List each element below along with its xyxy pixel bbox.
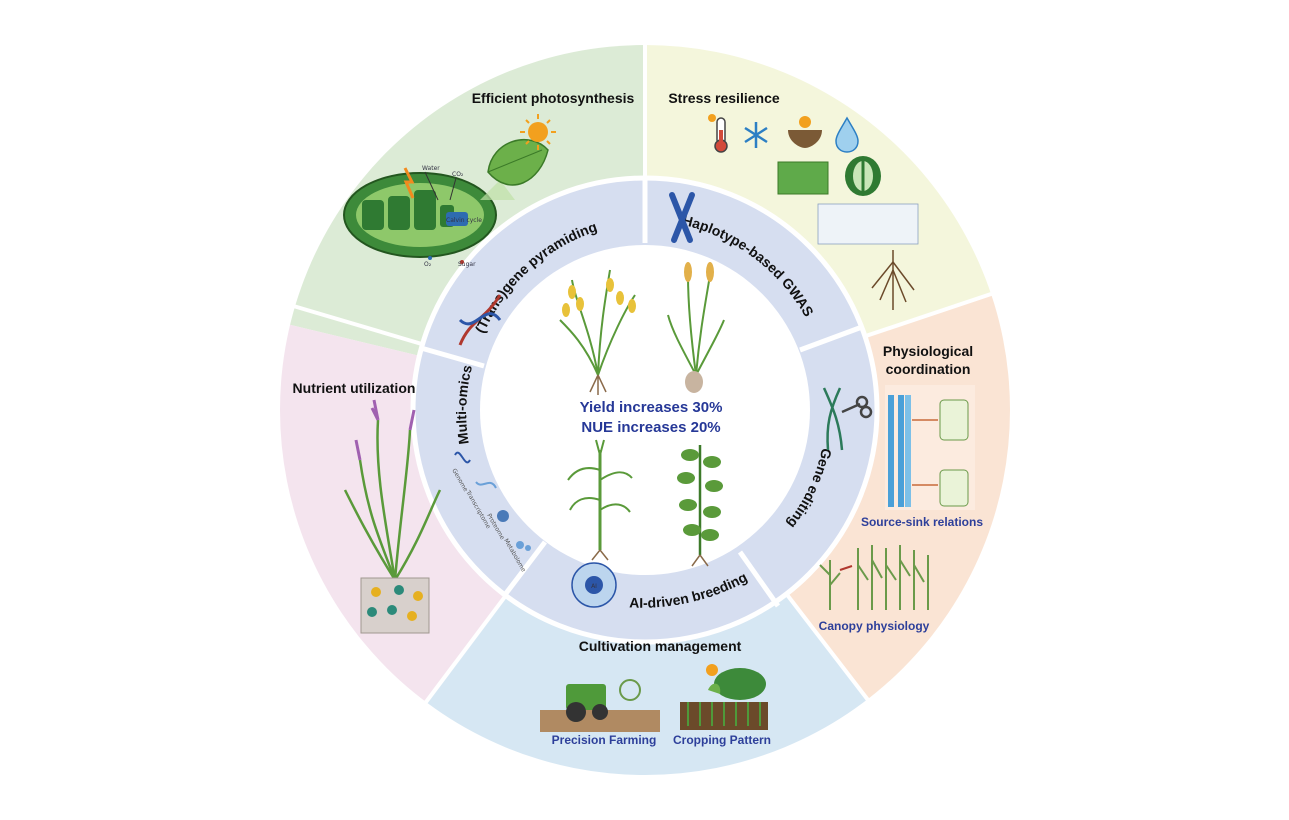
- canopy-illustration: [819, 545, 929, 610]
- water-drop-icon: [835, 116, 859, 153]
- center-disc: [480, 245, 810, 575]
- snowflake-icon: [744, 122, 768, 148]
- physiological-title-line1: Physiological: [883, 343, 973, 359]
- omics-icons: [454, 451, 531, 551]
- soybean-plant-illustration: [677, 445, 723, 567]
- tractor-illustration: [540, 679, 660, 732]
- source-sink-diagram: [885, 385, 975, 510]
- rice-plant-illustration: [559, 269, 636, 395]
- chloroplast-illustration: [343, 167, 497, 264]
- chromosome-icon: [669, 192, 695, 243]
- co2-label: CO₂: [452, 171, 464, 178]
- ai-chip-label: AI: [591, 583, 597, 590]
- drought-soil-icon: [788, 116, 822, 148]
- stomata-icon: [845, 156, 881, 196]
- wheat-plant-illustration: [343, 399, 442, 581]
- cropping-pattern-label: Cropping Pattern: [673, 733, 771, 747]
- canopy-label: Canopy physiology: [819, 619, 930, 633]
- cell-signaling-diagram: [817, 203, 919, 245]
- precision-farming-label: Precision Farming: [552, 733, 657, 747]
- ai-network-icon: AI: [571, 562, 617, 608]
- soil-nutrients-box: [360, 577, 430, 634]
- nue-increase-text: NUE increases 20%: [581, 419, 720, 436]
- cropping-field-illustration: [680, 664, 768, 730]
- nutrient-title: Nutrient utilization: [293, 380, 416, 396]
- source-sink-label: Source-sink relations: [861, 515, 983, 529]
- leaf-tissue-icon: [777, 161, 829, 195]
- arrow-icon: [839, 565, 853, 571]
- maize-plant-illustration: [567, 439, 633, 561]
- o2-label: O₂: [424, 261, 432, 268]
- sun-icon: [520, 114, 556, 150]
- root-icon: [871, 250, 915, 310]
- stress-title: Stress resilience: [668, 90, 780, 106]
- water-label: Water: [422, 165, 440, 172]
- dna-icon: [458, 294, 502, 346]
- photosynthesis-title: Efficient photosynthesis: [472, 90, 635, 106]
- crispr-dna-scissors-icon: [822, 387, 873, 451]
- physiological-title-line2: coordination: [886, 361, 971, 377]
- yield-increase-text: Yield increases 30%: [580, 399, 723, 416]
- calvin-cycle-label: Calvin cycle: [446, 217, 482, 224]
- thermometer-icon: [708, 114, 728, 153]
- leaf-icon: [480, 139, 549, 200]
- sugar-label: Sugar: [458, 261, 476, 268]
- inner-ring-dividers: [420, 176, 863, 608]
- wheat-center-illustration: [667, 262, 725, 393]
- cultivation-title: Cultivation management: [579, 638, 742, 654]
